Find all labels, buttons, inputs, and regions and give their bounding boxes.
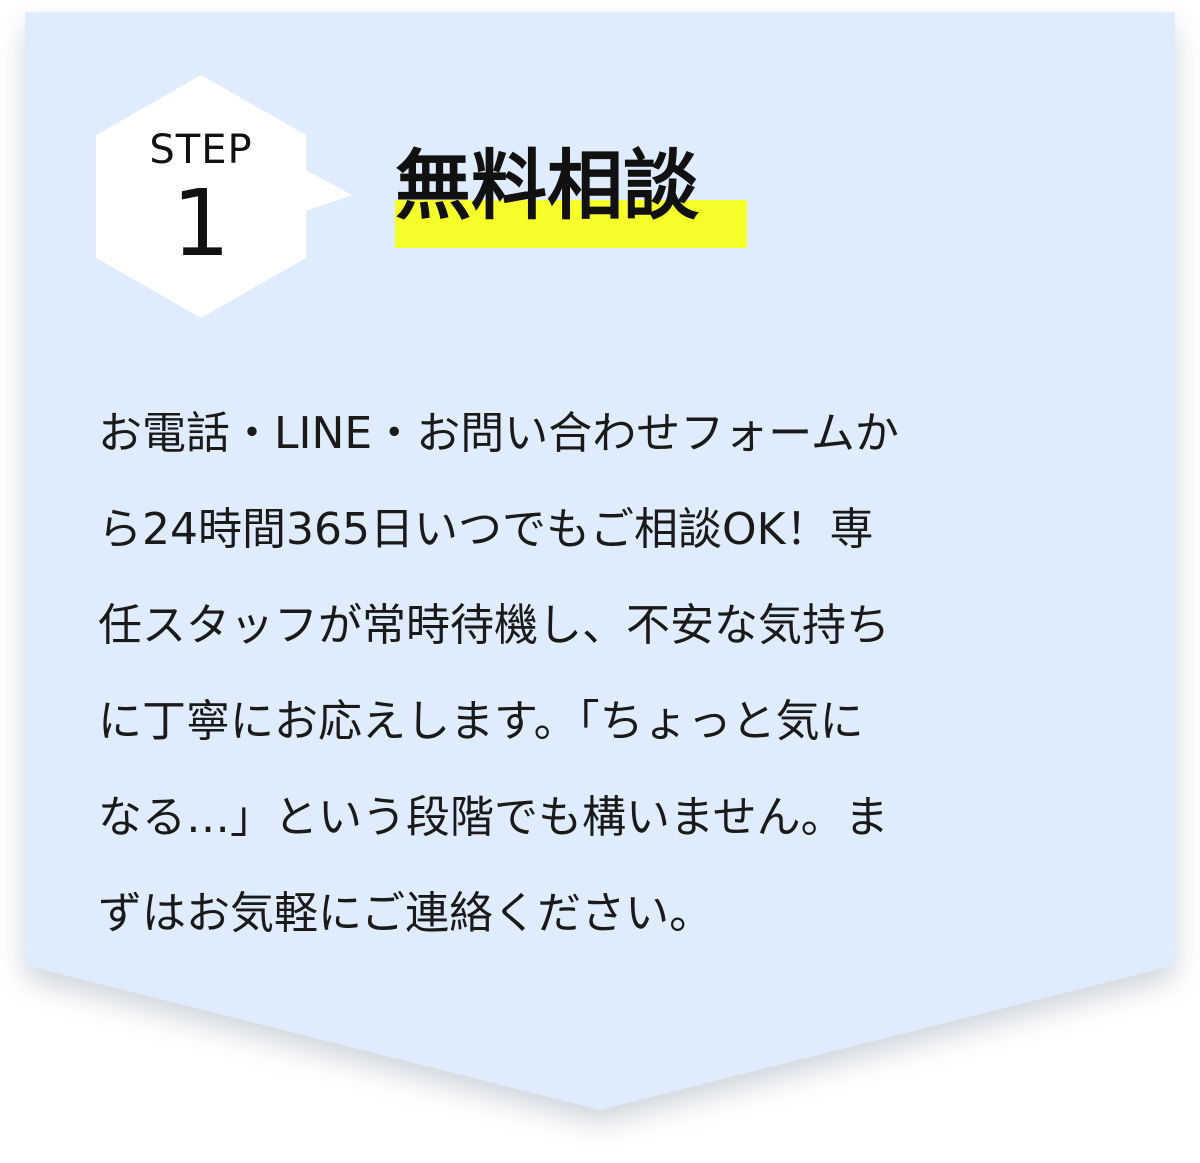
- step-description: お電話・LINE・お問い合わせフォームか ら24時間365日いつでもご相談OK！…: [98, 386, 1078, 962]
- step-badge-hexagon: [96, 75, 352, 318]
- description-line: ら24時間365日いつでもご相談OK！専: [98, 504, 874, 555]
- description-line: に丁寧にお応えします。「ちょっと気に: [98, 696, 864, 747]
- description-line: ずはお気軽にご連絡ください。: [98, 888, 714, 939]
- description-line: なる…」という段階でも構いません。ま: [98, 792, 889, 843]
- title-highlight-marker: [395, 200, 747, 248]
- description-line: 任スタッフが常時待機し、不安な気持ち: [98, 600, 890, 651]
- step-label: STEP: [149, 127, 253, 173]
- step-title: 無料相談: [395, 140, 747, 248]
- step-card-shape: [25, 12, 1175, 1110]
- step-title-text: 無料相談: [395, 141, 699, 230]
- step-number: 1: [171, 170, 231, 277]
- step-badge-shape: [96, 75, 352, 318]
- description-line: お電話・LINE・お問い合わせフォームか: [98, 408, 899, 459]
